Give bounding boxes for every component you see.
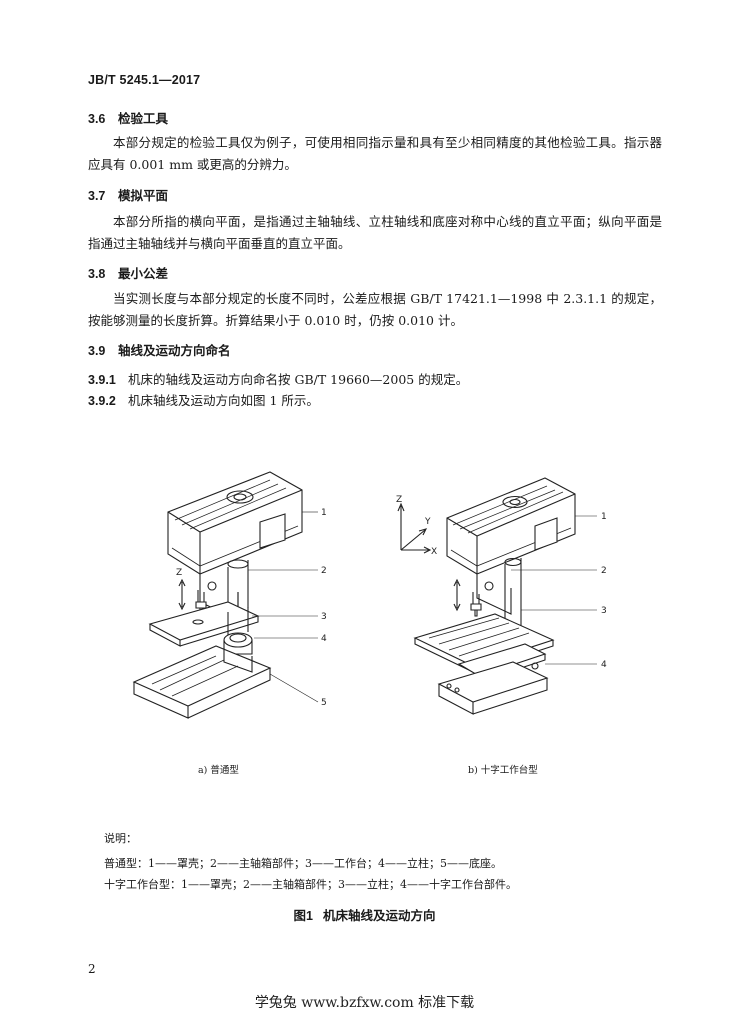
subsection-text: 机床轴线及运动方向如图 1 所示。 xyxy=(128,393,319,408)
section-title: 检验工具 xyxy=(118,111,169,126)
legend-cross-table-type: 十字工作台型：1——罩壳；2——主轴箱部件；3——立柱；4——十字工作台部件。 xyxy=(104,878,517,891)
section-3-6-body: 本部分规定的检验工具仅为例子，可使用相同指示量和具有至少相同精度的其他检验工具。… xyxy=(88,135,662,172)
figure-a-drill-press-drawing: Z 1 2 3 4 5 xyxy=(132,471,327,719)
watermark-footer: 学兔兔 www.bzfxw.com 标准下载 xyxy=(254,995,475,1011)
legend-ordinary-type: 普通型：1——罩壳；2——主轴箱部件；3——工作台；4——立柱；5——底座。 xyxy=(104,857,502,870)
axis-x-label: X xyxy=(431,547,437,557)
subsection-number: 3.9.1 xyxy=(88,373,116,387)
axis-y-label: Y xyxy=(424,517,431,527)
section-title: 轴线及运动方向命名 xyxy=(118,343,231,358)
section-number: 3.7 xyxy=(88,189,106,203)
callout-1: 1 xyxy=(321,508,327,518)
section-3-9-1: 3.9.1 机床的轴线及运动方向命名按 GB/T 19660—2005 的规定。 xyxy=(88,369,468,388)
section-3-9-heading: 3.9 轴线及运动方向命名 xyxy=(88,340,231,359)
document-id: JB/T 5245.1—2017 xyxy=(88,73,201,87)
axis-z-label: Z xyxy=(396,495,402,505)
page-number: 2 xyxy=(88,962,96,976)
figure-caption: 图1 机床轴线及运动方向 xyxy=(0,905,729,924)
figure-number: 图1 xyxy=(293,909,313,923)
section-3-7-heading: 3.7 模拟平面 xyxy=(88,185,168,204)
axis-z-label: Z xyxy=(176,568,182,578)
callout-4: 4 xyxy=(601,660,607,670)
callout-4: 4 xyxy=(321,634,327,644)
section-3-8-heading: 3.8 最小公差 xyxy=(88,263,168,282)
section-3-9-2: 3.9.2 机床轴线及运动方向如图 1 所示。 xyxy=(88,390,319,409)
figure-title: 机床轴线及运动方向 xyxy=(322,908,436,923)
section-title: 最小公差 xyxy=(118,266,169,281)
section-title: 模拟平面 xyxy=(118,188,169,203)
subsection-number: 3.9.2 xyxy=(88,394,116,408)
section-3-8-body: 当实测长度与本部分规定的长度不同时，公差应根据 GB/T 17421.1—199… xyxy=(88,291,662,328)
section-3-6-heading: 3.6 检验工具 xyxy=(88,108,168,127)
callout-3: 3 xyxy=(601,606,607,616)
callout-2: 2 xyxy=(321,566,327,576)
section-number: 3.9 xyxy=(88,344,106,358)
figure-b-cross-table-drill-drawing: Z Y X 1 2 3 4 xyxy=(396,477,607,715)
figure-a-label: a) 普通型 xyxy=(198,765,239,776)
callout-3: 3 xyxy=(321,612,327,622)
section-3-7-body: 本部分所指的横向平面，是指通过主轴轴线、立柱轴线和底座对称中心线的直立平面；纵向… xyxy=(88,214,662,251)
section-number: 3.8 xyxy=(88,267,106,281)
callout-5: 5 xyxy=(321,698,327,708)
subsection-text: 机床的轴线及运动方向命名按 GB/T 19660—2005 的规定。 xyxy=(128,372,469,387)
callout-1: 1 xyxy=(601,512,607,522)
legend-title: 说明： xyxy=(104,832,137,845)
callout-2: 2 xyxy=(601,566,607,576)
section-number: 3.6 xyxy=(88,112,106,126)
figure-b-label: b) 十字工作台型 xyxy=(468,765,538,776)
